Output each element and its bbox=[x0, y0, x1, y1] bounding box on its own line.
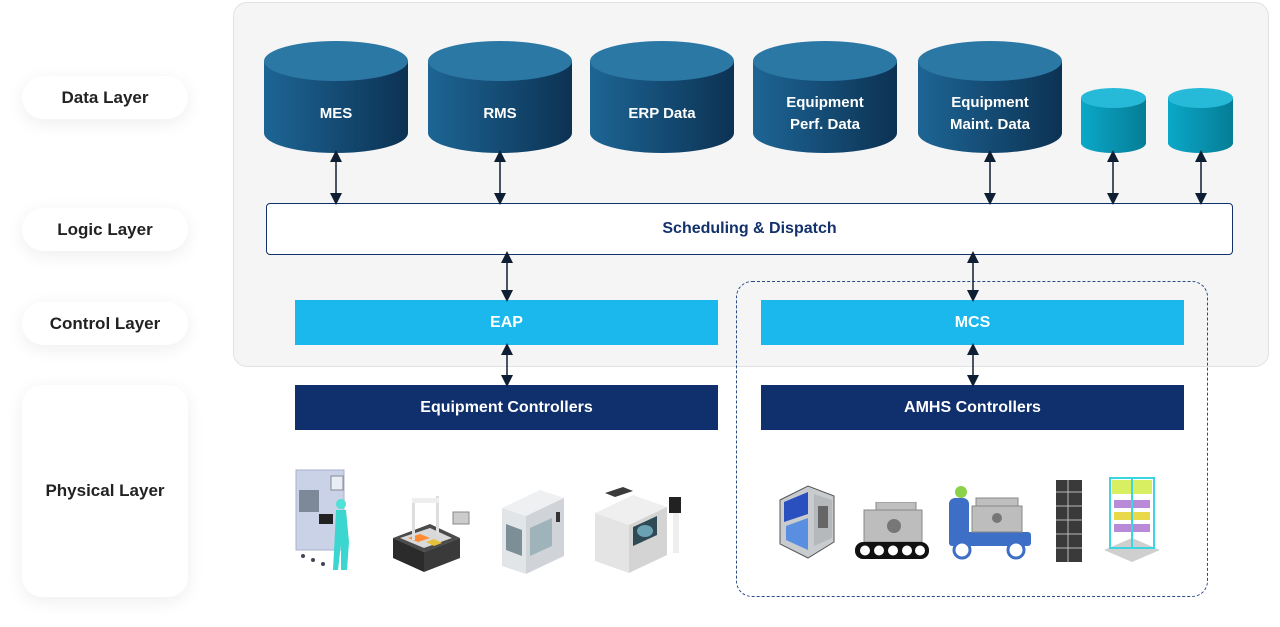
eap-box: EAP bbox=[295, 300, 718, 345]
layer-label-logic: Logic Layer bbox=[22, 208, 188, 251]
conveyor-icon bbox=[855, 502, 929, 559]
stocker-tower-icon bbox=[1056, 480, 1082, 562]
inspection-machine-icon bbox=[393, 496, 470, 572]
database-label: ERP Data bbox=[590, 103, 734, 125]
database-cylinder: RMS bbox=[428, 41, 572, 153]
database-label-line1: RMS bbox=[483, 105, 517, 122]
cleanroom-workstation-icon bbox=[295, 469, 349, 570]
layer-label-data: Data Layer bbox=[22, 76, 188, 119]
mcs-box: MCS bbox=[761, 300, 1184, 345]
database-cylinder: MES bbox=[264, 41, 408, 153]
database-icon bbox=[428, 41, 572, 153]
database-label-line1: Equipment bbox=[951, 94, 1029, 111]
database-icon bbox=[1081, 88, 1146, 153]
database-cylinder-small bbox=[1168, 88, 1233, 153]
agv-icon bbox=[949, 486, 1031, 560]
database-label-line1: MES bbox=[319, 105, 353, 122]
amhs-controllers-box: AMHS Controllers bbox=[761, 385, 1184, 430]
database-cylinder-small bbox=[1081, 88, 1146, 153]
process-chamber-icon bbox=[502, 490, 564, 574]
lithography-machine-icon bbox=[595, 487, 681, 573]
scheduling-dispatch-box: Scheduling & Dispatch bbox=[266, 203, 1233, 255]
database-cylinder: ERP Data bbox=[590, 41, 734, 153]
layer-label-physical: Physical Layer bbox=[22, 385, 188, 597]
storage-rack-icon bbox=[1104, 477, 1160, 562]
database-label-line1: Equipment bbox=[786, 94, 864, 111]
database-label: RMS bbox=[428, 103, 572, 125]
database-icon bbox=[590, 41, 734, 153]
database-label: MES bbox=[264, 103, 408, 125]
database-label-line2: Perf. Data bbox=[789, 116, 861, 133]
oht-vehicle-icon bbox=[779, 485, 835, 559]
database-icon bbox=[753, 41, 897, 153]
database-icon bbox=[264, 41, 408, 153]
layer-label-control: Control Layer bbox=[22, 302, 188, 345]
equipment-controllers-box: Equipment Controllers bbox=[295, 385, 718, 430]
database-icon bbox=[1168, 88, 1233, 153]
database-label-line2: Maint. Data bbox=[949, 116, 1030, 133]
database-icon bbox=[918, 41, 1062, 153]
database-label-line1: ERP Data bbox=[628, 105, 696, 122]
